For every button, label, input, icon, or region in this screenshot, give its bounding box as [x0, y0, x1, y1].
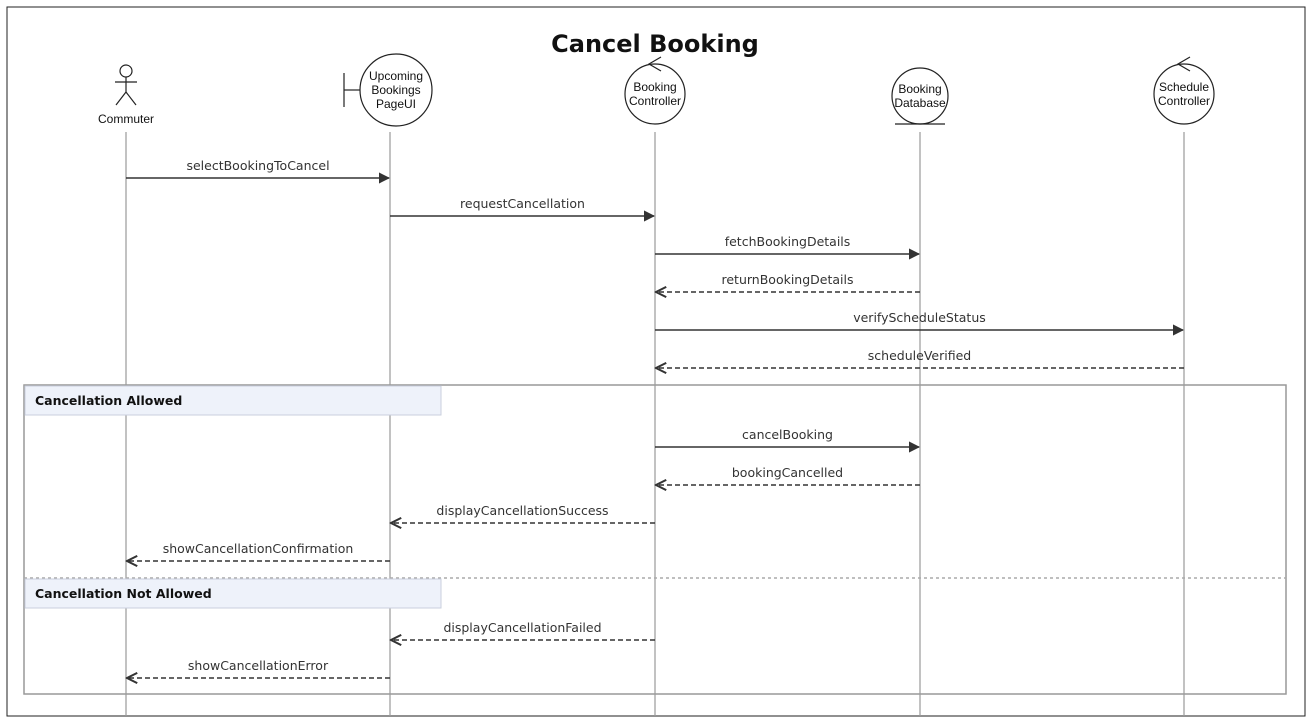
message-return: scheduleVerified [656, 348, 1184, 368]
alt-fragment-frame [23, 384, 1287, 695]
participant-label: Controller [629, 94, 681, 108]
message-call: verifyScheduleStatus [655, 310, 1185, 336]
message-call: fetchBookingDetails [655, 234, 921, 260]
participant-label: Commuter [98, 112, 154, 126]
message-call: cancelBooking [655, 427, 921, 453]
alt-section-tab [24, 578, 442, 609]
actor-icon [115, 64, 137, 106]
boundary-icon [343, 53, 433, 127]
alt-section-label: Cancellation Not Allowed [35, 586, 212, 601]
message-label: returnBookingDetails [722, 272, 854, 287]
control-icon [1153, 56, 1215, 125]
diagram-title: Cancel Booking [551, 30, 759, 58]
participant-label: Database [894, 96, 946, 110]
participant-commuter: Commuter [98, 64, 154, 126]
message-label: verifyScheduleStatus [853, 310, 986, 325]
message-return: returnBookingDetails [656, 272, 920, 292]
entity-icon [891, 67, 949, 125]
message-label: selectBookingToCancel [186, 158, 329, 173]
control-icon [624, 56, 686, 125]
message-label: showCancellationError [188, 658, 329, 673]
alt-section-tab [24, 385, 442, 416]
message-label: scheduleVerified [868, 348, 971, 363]
message-return: showCancellationConfirmation [127, 541, 390, 561]
participant-label: Booking [898, 82, 941, 96]
diagram-border [6, 6, 1306, 717]
message-label: cancelBooking [742, 427, 833, 442]
alt-section-label: Cancellation Allowed [35, 393, 182, 408]
participant-label: Schedule [1159, 80, 1209, 94]
participant-label: Booking [633, 80, 676, 94]
message-label: displayCancellationSuccess [436, 503, 608, 518]
participant-label: Upcoming [369, 69, 423, 83]
participant-label: Bookings [371, 83, 420, 97]
message-label: showCancellationConfirmation [163, 541, 354, 556]
message-label: bookingCancelled [732, 465, 843, 480]
participant-label: Controller [1158, 94, 1210, 108]
message-call: selectBookingToCancel [126, 158, 391, 184]
message-return: displayCancellationSuccess [391, 503, 655, 523]
message-return: displayCancellationFailed [391, 620, 655, 640]
message-label: fetchBookingDetails [725, 234, 851, 249]
participant-label: PageUI [376, 97, 416, 111]
message-call: requestCancellation [390, 196, 656, 222]
message-label: requestCancellation [460, 196, 585, 211]
message-return: showCancellationError [127, 658, 390, 678]
message-label: displayCancellationFailed [443, 620, 601, 635]
message-return: bookingCancelled [656, 465, 920, 485]
